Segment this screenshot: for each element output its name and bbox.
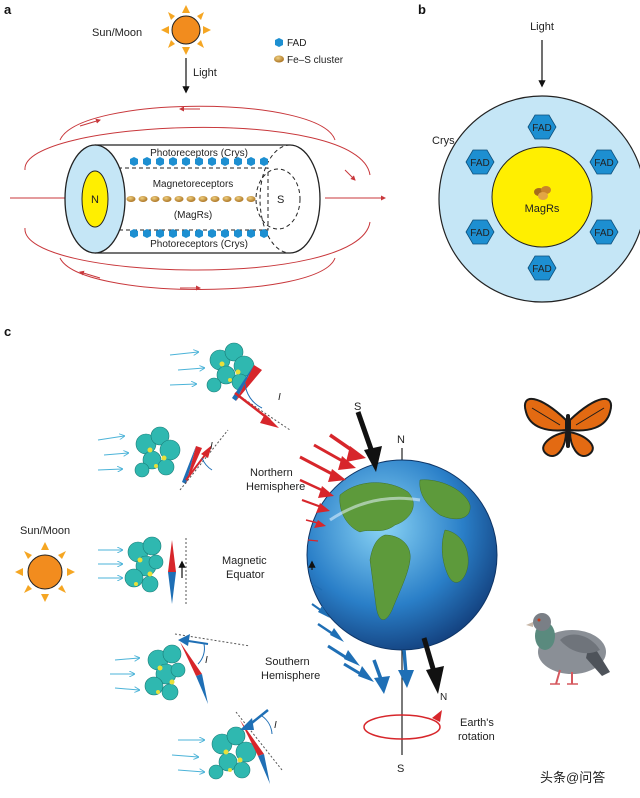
fes-row [126,196,256,202]
field-lines [10,105,386,291]
panel-a-tag: a [4,2,12,17]
fad-legend-icon [275,38,283,47]
fad-hex-label: FAD [470,158,489,169]
fad-hex-label: FAD [594,228,613,239]
panel-b-light-label: Light [530,21,554,33]
magrs-fes-icon [534,186,551,200]
magnetoreceptors-label: Magnetoreceptors [153,179,234,190]
fad-hexagons: FAD FAD FAD FAD FAD FAD [465,114,619,281]
row-5-magnetoreceptor: I [171,709,283,784]
field-arrow-top [355,411,375,453]
field-arrow-bottom [421,637,437,673]
field-arrows-north [299,433,366,570]
magrs-core-label: MagRs [525,203,560,215]
cylinder [64,144,321,254]
rotation-ring [363,714,441,740]
photoreceptors-bottom-label: Photoreceptors (Crys) [150,239,248,250]
rotation-n-label: N [440,692,447,703]
field-s-label: S [354,401,361,413]
field-arrow-top-head [364,446,382,472]
fad-hex-label: FAD [594,158,613,169]
sun-icon [161,5,211,55]
panel-c-sun-label: Sun/Moon [20,525,70,537]
fad-legend-label: FAD [287,38,306,49]
fad-hex-label: FAD [532,123,551,134]
pole-n-label: N [91,194,99,206]
globe-s-label: S [397,763,404,775]
inclination-label: I [274,720,277,731]
panel-b-tag: b [418,2,426,17]
fad-hex-label: FAD [532,264,551,275]
row-2-magnetoreceptor: I [97,426,229,491]
photoreceptors-top-label: Photoreceptors (Crys) [150,148,248,159]
field-arrows-south [311,583,414,694]
pigeon-icon [526,613,610,685]
crys-label: Crys [432,135,455,147]
rotation-arrow-head [432,710,442,722]
fad-row-top [130,157,268,166]
field-arrow-bottom-head [426,666,444,694]
watermark: 头条@问答 [540,770,605,785]
inclination-label: I [278,392,281,403]
globe-n-label: N [397,434,405,446]
inclination-label: I [210,441,213,452]
fes-legend-icon [274,55,284,63]
pole-s-label: S [277,194,284,206]
panel-c-tag: c [4,324,11,339]
fad-row-bottom [130,229,268,238]
row-1-magnetoreceptor: I [169,342,291,431]
row-3-magnetoreceptor [98,536,187,604]
fad-hex-label: FAD [470,228,489,239]
butterfly-icon [523,397,613,458]
light-label: Light [193,67,217,79]
sun-icon [15,542,75,602]
fes-legend-label: Fe–S cluster [287,55,344,66]
row-4-magnetoreceptor: I [110,633,251,704]
sun-label: Sun/Moon [92,27,142,39]
inclination-label: I [205,655,208,666]
earth-globe-icon [306,459,498,651]
magrs-label: (MagRs) [174,210,212,221]
